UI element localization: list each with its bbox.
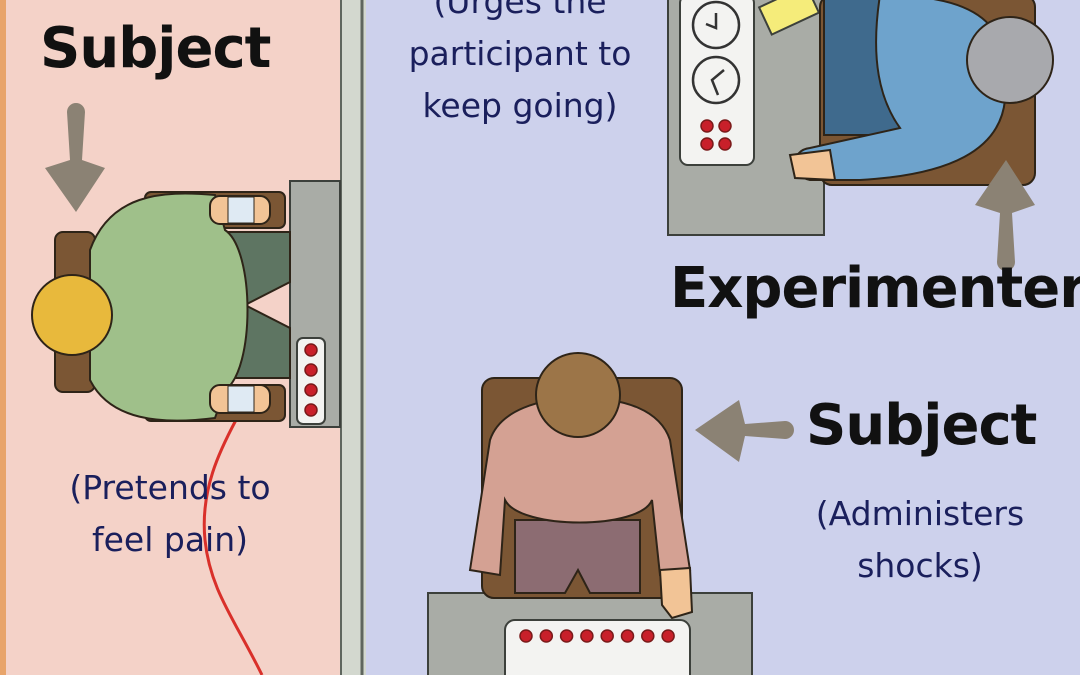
red-button xyxy=(641,629,655,643)
shock-generator-switches xyxy=(519,629,675,643)
red-button xyxy=(519,629,533,643)
teacher-note: (Administers shocks) xyxy=(815,494,1025,585)
red-button xyxy=(580,629,594,643)
teacher-figure xyxy=(468,352,694,620)
arrow-left-icon xyxy=(695,400,794,462)
clock-icon xyxy=(691,55,741,105)
experimenter-button-panel xyxy=(700,119,732,151)
learner-head xyxy=(31,274,113,356)
red-button xyxy=(539,629,554,643)
experimenter-figure xyxy=(788,0,1054,186)
teacher-role-label: Subject xyxy=(806,393,1037,458)
learner-shirt xyxy=(89,192,249,422)
room-edge xyxy=(0,0,6,675)
red-button xyxy=(700,119,714,133)
learner-role-label: Subject xyxy=(40,16,271,81)
learner-button-panel xyxy=(304,343,318,417)
shock-wire xyxy=(202,419,264,675)
red-button xyxy=(620,629,635,643)
clock-icon xyxy=(691,0,741,50)
red-button xyxy=(304,363,318,377)
experimenter-note: (Urges the participant to keep going) xyxy=(408,0,632,125)
red-button xyxy=(304,343,318,357)
red-button xyxy=(700,137,714,151)
learner-note: (Pretends to feel pain) xyxy=(69,468,271,559)
red-button xyxy=(304,383,318,397)
teacher-head xyxy=(535,352,621,438)
experimenter-role-label: Experimenter xyxy=(670,256,1080,321)
shock-generator xyxy=(504,619,691,675)
red-button xyxy=(600,629,614,643)
red-button xyxy=(304,403,318,417)
experimenter-desk xyxy=(667,0,825,236)
dividing-wall xyxy=(340,0,366,675)
teacher-legs xyxy=(514,519,641,594)
arrow-up-icon xyxy=(975,160,1035,271)
red-button xyxy=(559,629,574,643)
arrow-down-icon xyxy=(45,103,105,212)
red-button xyxy=(661,629,675,643)
notepad xyxy=(757,0,821,36)
red-button xyxy=(718,119,732,133)
red-button xyxy=(718,137,732,151)
learner-figure xyxy=(31,191,291,422)
learner-desk xyxy=(289,180,341,428)
experimenter-head xyxy=(966,16,1054,104)
